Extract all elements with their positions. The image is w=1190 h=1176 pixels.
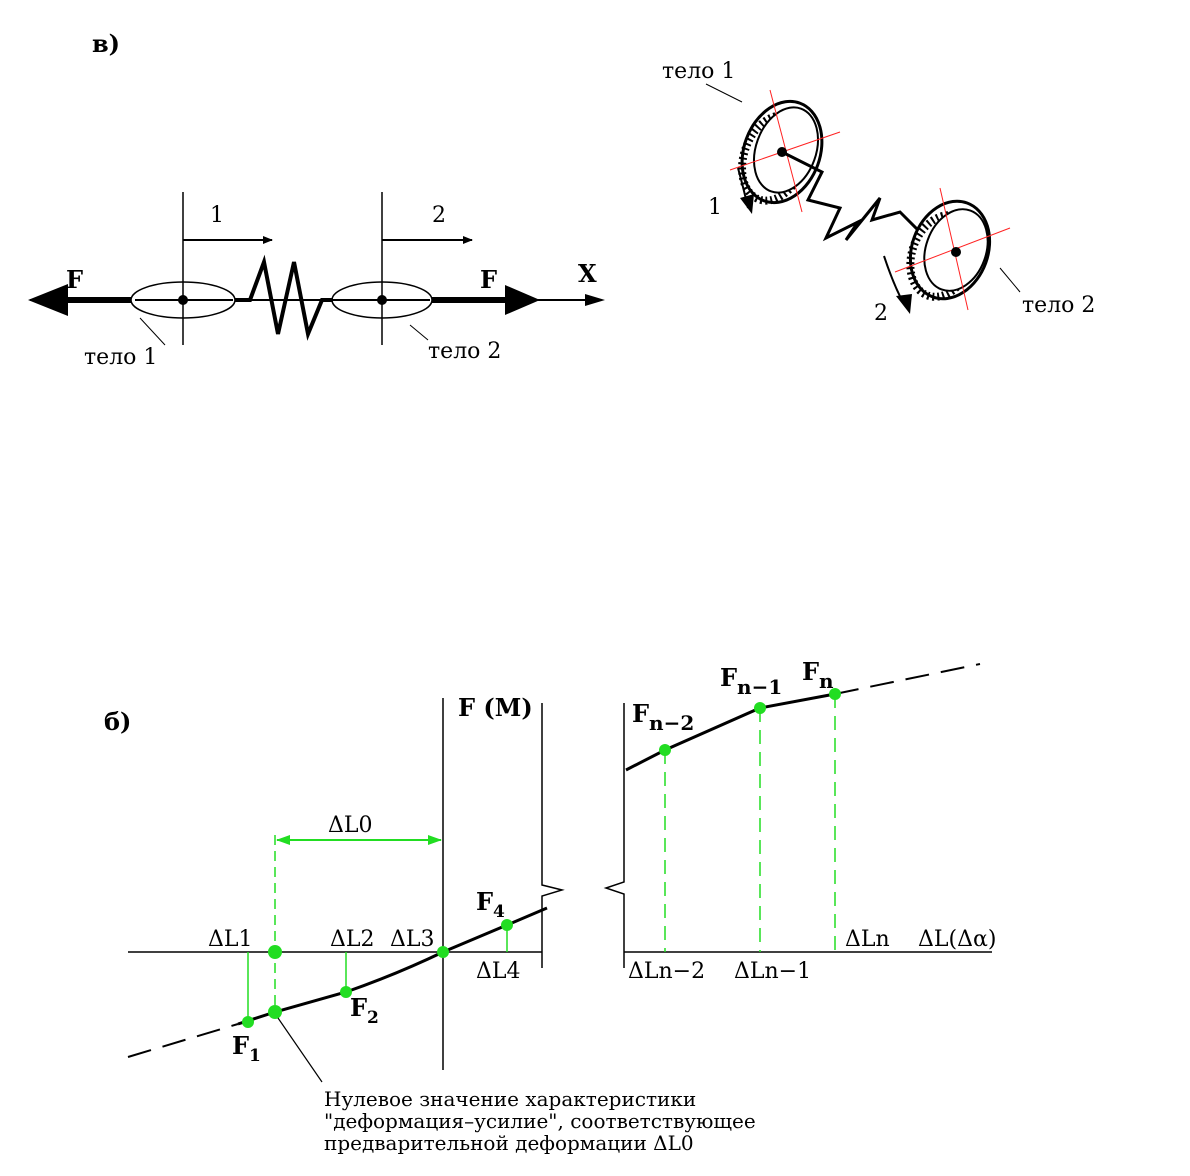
tick-dln1: ΔLn−1	[734, 959, 811, 984]
rotation-2-arrowhead	[896, 294, 912, 314]
panel-b-label: б)	[104, 707, 131, 736]
label-f4: F4	[476, 887, 505, 922]
characteristic-curve-right	[625, 692, 836, 772]
point-fn2	[659, 744, 671, 756]
rotation-2-label: 2	[874, 301, 888, 326]
tick-dl1: ΔL1	[208, 927, 253, 952]
rotation-1-label: 1	[708, 195, 722, 220]
spring-zigzag	[235, 254, 333, 341]
disk-2-center	[951, 247, 961, 257]
label-fn: Fn	[802, 657, 834, 693]
force-right-arrowhead	[505, 285, 540, 315]
tick-dl4: ΔL4	[476, 959, 521, 984]
x-axis-arrowhead	[585, 294, 605, 306]
torsion-body-2-leader	[999, 267, 1021, 293]
point-zero-characteristic	[268, 1005, 282, 1019]
linear-spring-scheme: X F F 1 2	[28, 192, 605, 370]
tick-dl2: ΔL2	[330, 927, 375, 952]
force-left-label: F	[66, 265, 83, 294]
point-f3	[437, 946, 449, 958]
point-f2	[340, 986, 352, 998]
torsion-body-1-label: тело 1	[662, 59, 735, 84]
label-f2: F2	[350, 993, 379, 1028]
panel-a-label: в)	[92, 29, 120, 58]
label-fn2: Fn−2	[632, 699, 694, 735]
body-2-label: тело 2	[428, 339, 501, 364]
panel-a: в) X F F	[28, 29, 1095, 370]
point-fn1	[754, 702, 766, 714]
curve-right-dashed-extension	[834, 663, 981, 695]
note-line-2: "деформация–усилие", соответствующее	[324, 1109, 756, 1133]
axis-break-right	[603, 703, 625, 968]
torsion-spring	[781, 150, 959, 254]
tick-dln: ΔLn	[845, 927, 890, 952]
torsion-body-2-label: тело 2	[1022, 293, 1095, 318]
force-right-label: F	[480, 265, 497, 294]
label-f1: F1	[232, 1031, 261, 1066]
point-f1	[242, 1016, 254, 1028]
point-f4	[501, 919, 513, 931]
axis-break-left	[541, 703, 565, 968]
displacement-1-label: 1	[210, 203, 224, 228]
note-leader	[277, 1017, 323, 1083]
force-left-arrowhead	[28, 284, 68, 316]
dl0-label: ΔL0	[328, 813, 373, 838]
note-line-1: Нулевое значение характеристики	[324, 1087, 696, 1111]
point-dl0-on-axis	[268, 945, 282, 959]
torsion-spring-scheme: тело 1 1 2 тело	[662, 59, 1095, 326]
curve-left-dashed-extension	[127, 1023, 239, 1058]
torsion-body-1-leader	[705, 83, 743, 103]
body-1-leader	[139, 317, 166, 346]
label-fn1: Fn−1	[720, 663, 782, 699]
x-axis-label: ΔL(Δα)	[918, 927, 996, 952]
note-line-3: предварительной деформации ΔL0	[324, 1131, 694, 1155]
panel-b: б) F (M) ΔL(Δα) ΔL0	[104, 657, 996, 1155]
point-fn	[829, 688, 841, 700]
tick-dl3: ΔL3	[390, 927, 435, 952]
y-axis-label: F (M)	[458, 693, 533, 722]
displacement-2-label: 2	[432, 203, 446, 228]
body-2-leader	[409, 324, 429, 341]
x-axis-label: X	[578, 259, 597, 288]
tick-dln2: ΔLn−2	[628, 959, 705, 984]
body-1-label: тело 1	[84, 345, 157, 370]
rotation-1-arrowhead	[740, 194, 754, 214]
